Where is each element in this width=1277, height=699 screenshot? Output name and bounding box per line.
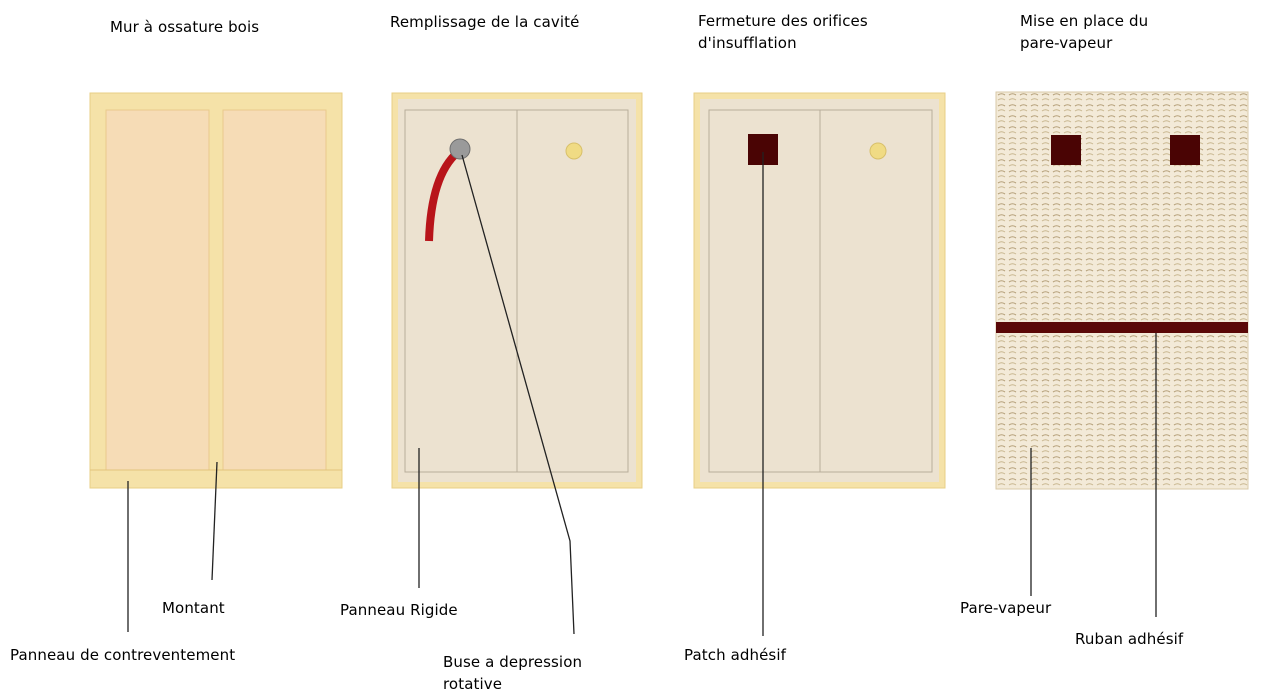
panel-cavity-filling: [391, 92, 643, 489]
adhesive-tape: [996, 322, 1248, 333]
insulation-hose: [425, 148, 461, 242]
label-bracing-panel: Panneau de contreventement: [10, 646, 236, 664]
step4-title-line1: Mise en place du: [1020, 12, 1149, 30]
panel-closing-holes: [693, 92, 946, 489]
label-nozzle-line1: Buse a depression: [443, 653, 583, 671]
label-tape: Ruban adhésif: [1075, 630, 1184, 648]
bracing-panel-right: [222, 109, 327, 471]
label-vapor-barrier: Pare-vapeur: [960, 599, 1052, 617]
step3-title-line2: d'insufflation: [698, 34, 797, 52]
leader-stud: [211, 461, 218, 581]
panel-timber-frame-wall: [89, 92, 343, 489]
label-nozzle-line2: rotative: [443, 675, 503, 693]
adhesive-patch-left: [1051, 135, 1081, 165]
leader-nozzle: [461, 154, 575, 635]
step2-title: Remplissage de la cavité: [390, 13, 580, 31]
injection-hole: [565, 142, 583, 160]
step4-title: Mise en place du pare-vapeur: [1020, 10, 1148, 54]
step3-title-line1: Fermeture des orifices: [698, 12, 868, 30]
panel-vapor-barrier: [995, 91, 1249, 490]
label-patch: Patch adhésif: [684, 646, 786, 664]
leader-lines: [127, 152, 1157, 636]
vapor-barrier-sheet: [995, 91, 1249, 490]
step4-title-line2: pare-vapeur: [1020, 34, 1113, 52]
bracing-panel-left: [105, 109, 210, 471]
adhesive-patch-right: [1170, 135, 1200, 165]
label-nozzle: Buse a depression rotative: [443, 651, 582, 695]
step3-title: Fermeture des orifices d'insufflation: [698, 10, 868, 54]
injection-hole: [869, 142, 887, 160]
step1-title: Mur à ossature bois: [110, 18, 260, 36]
nozzle-head-icon: [449, 138, 471, 160]
label-stud: Montant: [162, 599, 225, 617]
label-rigid-panel: Panneau Rigide: [340, 601, 458, 619]
